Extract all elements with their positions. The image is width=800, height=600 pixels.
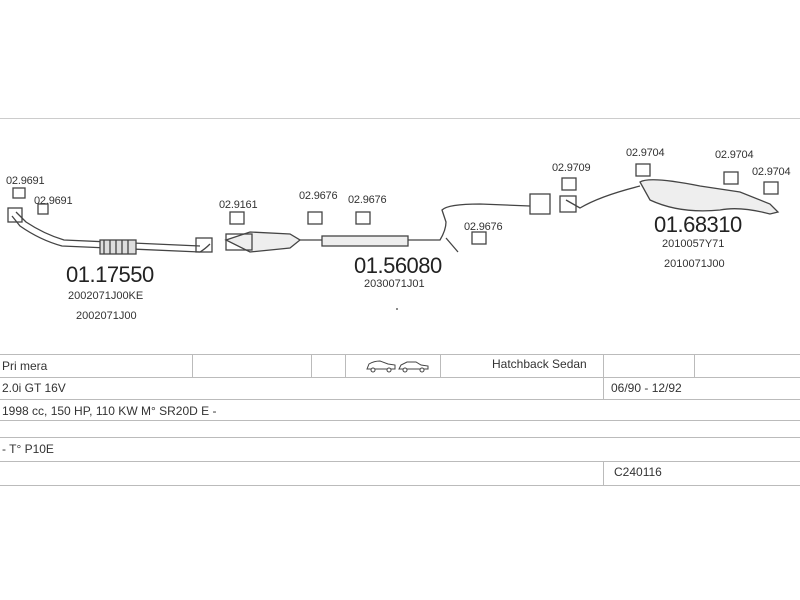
hanger-2 (37, 203, 49, 215)
hanger-10 (763, 181, 779, 195)
rear-muffler-part-number: 01.68310 (654, 212, 742, 237)
col-divider-7 (603, 377, 604, 399)
part-label-02-9676-b: 02.9676 (348, 194, 387, 206)
hanger-1 (12, 187, 26, 199)
engine-specs: 1998 cc, 150 HP, 110 KW M° SR20D E - (2, 404, 217, 418)
part-label-02-9704-c: 02.9704 (752, 166, 791, 178)
col-divider-4 (440, 354, 441, 377)
front-pipe (11, 215, 211, 253)
rear-muffler-ref-1: 2010057Y71 (662, 238, 725, 250)
hanger-5 (355, 211, 371, 225)
front-pipe-part-number: 01.17550 (66, 262, 154, 287)
part-label-02-9691-a: 02.9691 (6, 175, 45, 187)
table-line-bottom (0, 485, 800, 486)
catalytic-converter (224, 231, 302, 253)
col-divider-5 (603, 354, 604, 377)
table-line-1 (0, 377, 800, 378)
center-dot (396, 308, 398, 310)
front-pipe-end-flange (195, 237, 213, 253)
col-divider-2 (311, 354, 312, 377)
model-name: Pri mera (2, 359, 48, 373)
part-label-02-9709: 02.9709 (552, 162, 591, 174)
part-label-02-9704-a: 02.9704 (626, 147, 665, 159)
hanger-3 (229, 211, 245, 225)
part-label-02-9691-b: 02.9691 (34, 195, 73, 207)
table-line-5 (0, 461, 800, 462)
rear-pipe (565, 185, 641, 209)
center-pipe (300, 203, 531, 241)
col-divider-6 (694, 354, 695, 377)
hanger-6 (471, 231, 487, 245)
catalog-code: C240116 (614, 465, 662, 479)
center-pipe-ref-1: 2030071J01 (364, 278, 425, 290)
car-body-icons (366, 360, 429, 373)
hanger-8 (635, 163, 651, 177)
table-line-top (0, 354, 800, 355)
hanger-9 (723, 171, 739, 185)
center-resonator (321, 235, 409, 247)
hatchback-icon (366, 360, 396, 370)
part-label-02-9676-a: 02.9676 (299, 190, 338, 202)
frame-top-line (0, 118, 800, 119)
body-types: Hatchback Sedan (492, 357, 587, 371)
part-label-02-9161: 02.9161 (219, 199, 258, 211)
rear-muffler-ref-2: 2010071J00 (664, 258, 725, 270)
center-pipe-part-number: 01.56080 (354, 253, 442, 278)
production-years: 06/90 - 12/92 (611, 381, 682, 395)
sedan-icon (398, 361, 429, 370)
hanger-7 (561, 177, 577, 191)
table-line-3 (0, 420, 800, 421)
type-code: - T° P10E (2, 442, 54, 456)
front-pipe-ref-2: 2002071J00 (76, 310, 137, 322)
part-label-02-9704-b: 02.9704 (715, 149, 754, 161)
part-label-02-9676-c: 02.9676 (464, 221, 503, 233)
col-divider-3 (345, 354, 346, 377)
hanger-4 (307, 211, 323, 225)
col-divider-8 (603, 461, 604, 485)
exhaust-system-drawing (7, 163, 780, 310)
front-flange (7, 207, 23, 223)
col-divider-1 (192, 354, 193, 377)
exhaust-diagram: 02.9691 02.9691 02.9161 02.9676 02.9676 … (6, 147, 791, 322)
front-pipe-ref-1: 2002071J00KE (68, 290, 144, 302)
table-line-4 (0, 437, 800, 438)
engine-variant: 2.0i GT 16V (2, 381, 66, 395)
rear-muffler (639, 179, 780, 215)
table-line-2 (0, 399, 800, 400)
